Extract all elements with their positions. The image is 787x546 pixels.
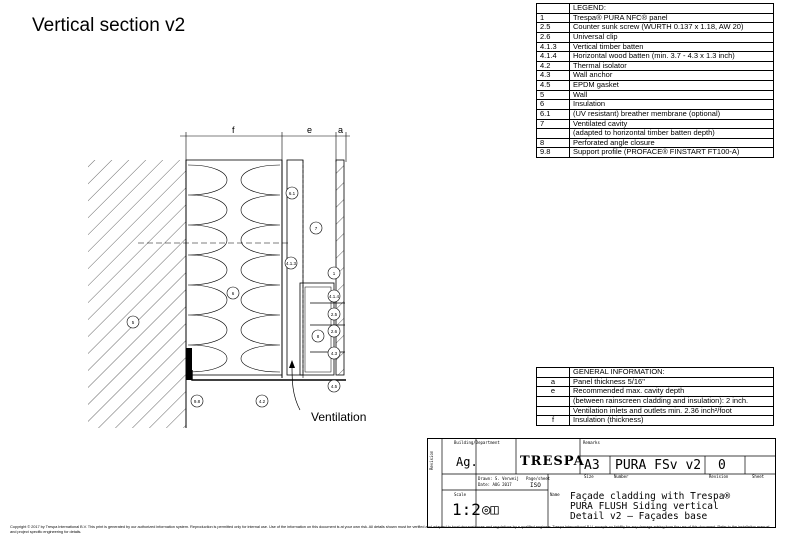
- wall-hatch: [88, 160, 186, 428]
- scale-value: 1:2: [452, 500, 481, 519]
- date-label: Date: AUG 2017: [478, 482, 512, 487]
- ventilation-arrow: [291, 364, 301, 411]
- callout-label: 4.3: [331, 351, 338, 356]
- legend-text: Support profile (PROFACE® FINSTART FT100…: [569, 147, 774, 158]
- projection-icon: ◎◫: [482, 502, 499, 518]
- size-label: Size: [584, 474, 594, 479]
- callout-label: 2.5: [331, 312, 338, 317]
- callout-label: 8: [317, 334, 320, 339]
- name-line-3: Detail v2 – Façades base: [570, 511, 708, 522]
- size-value: A3: [584, 458, 600, 473]
- callout-label: 7: [315, 226, 318, 231]
- sheet-label: Sheet: [752, 474, 765, 479]
- callout-bubble: [284, 256, 298, 270]
- callout-bubble: [327, 324, 341, 338]
- name-line-2: PURA FLUSH Siding vertical: [570, 501, 719, 512]
- callout-label: 4.2: [259, 399, 266, 404]
- iso-label: ISO: [530, 482, 541, 489]
- callout-bubble: [309, 221, 323, 235]
- drawing-name: Façade cladding with Trespa® PURA FLUSH …: [570, 492, 730, 522]
- scale-label: Scale: [454, 492, 467, 497]
- title-block: [427, 438, 776, 528]
- building-label: Building/Department: [454, 440, 500, 445]
- callout-label: 5: [132, 320, 135, 325]
- ventilation-label: Ventilation: [311, 410, 366, 424]
- number-label: Number: [614, 474, 629, 479]
- insulation: [185, 159, 283, 376]
- trespa-logo: TRESPA: [520, 454, 585, 469]
- dim-f: f: [232, 125, 235, 135]
- callout-bubble: [190, 394, 204, 408]
- number-value: PURA FSv v2: [615, 458, 702, 473]
- callout-bubble: [311, 329, 325, 343]
- callout-bubble: [126, 315, 140, 329]
- insulation-waves: [187, 164, 281, 373]
- panel: [335, 159, 345, 376]
- callout-bubble: [255, 394, 269, 408]
- callout-bubble: [285, 186, 299, 200]
- callout-bubble: [327, 266, 341, 280]
- revision-side-label: Revision: [429, 450, 434, 470]
- name-label: Name: [550, 492, 560, 497]
- callout-label: 4.1.4: [329, 294, 340, 299]
- pages-label: Page/sheet: [526, 476, 551, 481]
- callout-bubble: [327, 379, 341, 393]
- name-line-1: Façade cladding with Trespa®: [570, 491, 731, 502]
- callout-label: 2.6: [331, 329, 338, 334]
- callout-label: 9.8: [194, 399, 201, 404]
- copyright-notice: Copyright © 2017 by Trespa International…: [10, 524, 770, 534]
- callout-bubble: [226, 286, 240, 300]
- building-value: Ag.: [456, 455, 478, 469]
- callout-label: 6.1: [289, 191, 296, 196]
- callout-label: 1: [333, 271, 336, 276]
- drawing-title: Vertical section v2: [32, 15, 186, 36]
- callout-bubble: [327, 307, 341, 321]
- callout-bubble: [327, 289, 341, 303]
- dim-a: a: [338, 125, 343, 135]
- remarks-label: Remarks: [583, 440, 600, 445]
- gen-text: Insulation (thickness): [569, 415, 774, 426]
- callout-label: 6: [232, 291, 235, 296]
- callout-bubble: [327, 346, 341, 360]
- support-profile: [304, 286, 332, 373]
- callout-label: 4.5: [331, 384, 338, 389]
- callout-label: 4.1.3: [286, 261, 297, 266]
- revision-label: Revision: [709, 474, 729, 479]
- revision-value: 0: [718, 458, 726, 473]
- drawn-label: Drawn: S. Verweij: [478, 476, 519, 481]
- dim-e: e: [307, 125, 312, 135]
